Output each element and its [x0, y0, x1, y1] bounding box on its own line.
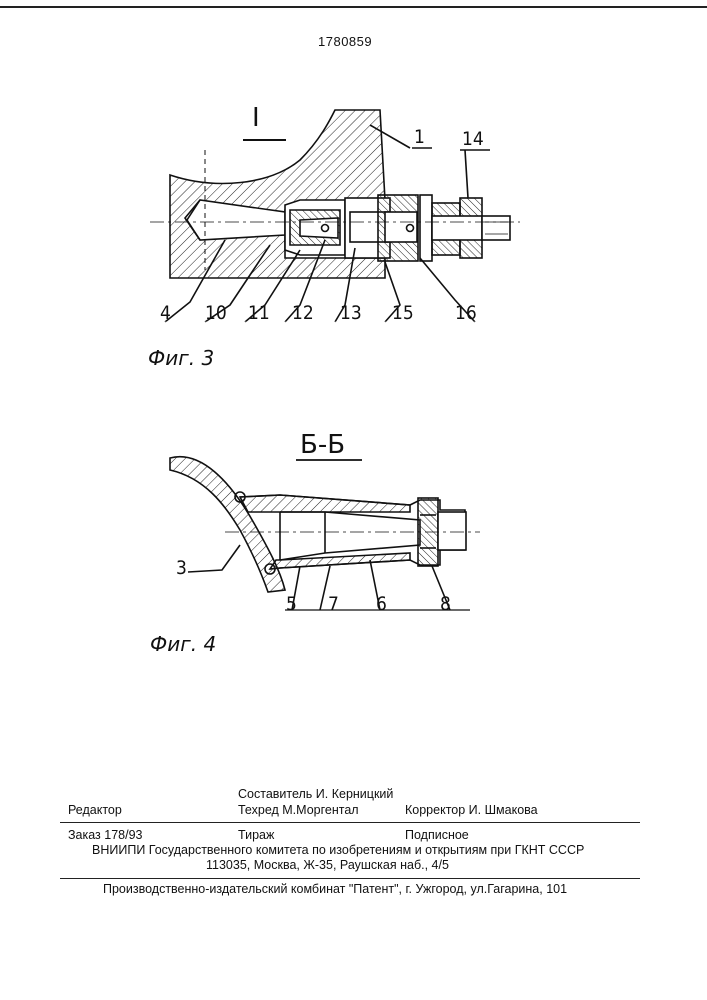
imprint-proofreader: Корректор И. Шмакова [405, 803, 538, 817]
callout-5: 5 [286, 593, 297, 615]
figure-3-caption: Фиг. 3 [148, 346, 214, 370]
imprint-divider-1 [60, 822, 640, 823]
figure-4-caption: Фиг. 4 [150, 632, 216, 656]
figure-4-drawing [170, 457, 480, 610]
callout-3: 3 [176, 557, 187, 579]
callout-14: 14 [462, 128, 484, 150]
callout-6: 6 [376, 593, 387, 615]
figure-3-section-label: I [252, 103, 260, 133]
imprint-editor: Редактор [68, 803, 122, 817]
imprint-address: 113035, Москва, Ж-35, Раушская наб., 4/5 [206, 858, 449, 872]
callout-10: 10 [205, 302, 227, 324]
callout-13: 13 [340, 302, 362, 324]
imprint-order: Заказ 178/93 [68, 828, 143, 842]
callout-11: 11 [248, 302, 270, 324]
callout-8: 8 [440, 593, 451, 615]
imprint-publisher: Производственно-издательский комбинат "П… [103, 882, 567, 896]
imprint-institute: ВНИИПИ Государственного комитета по изоб… [92, 843, 584, 857]
imprint-subscription: Подписное [405, 828, 469, 842]
callout-4: 4 [160, 302, 171, 324]
imprint-tech-editor: Техред М.Моргентал [238, 803, 359, 817]
imprint-compiler: Составитель И. Керницкий [238, 787, 393, 801]
callout-12: 12 [292, 302, 314, 324]
callout-1: 1 [414, 126, 425, 148]
figure-4-section-label: Б-Б [300, 430, 345, 460]
imprint-circulation: Тираж [238, 828, 274, 842]
callout-7: 7 [328, 593, 339, 615]
callout-16: 16 [455, 302, 477, 324]
imprint-divider-2 [60, 878, 640, 879]
callout-15: 15 [392, 302, 414, 324]
